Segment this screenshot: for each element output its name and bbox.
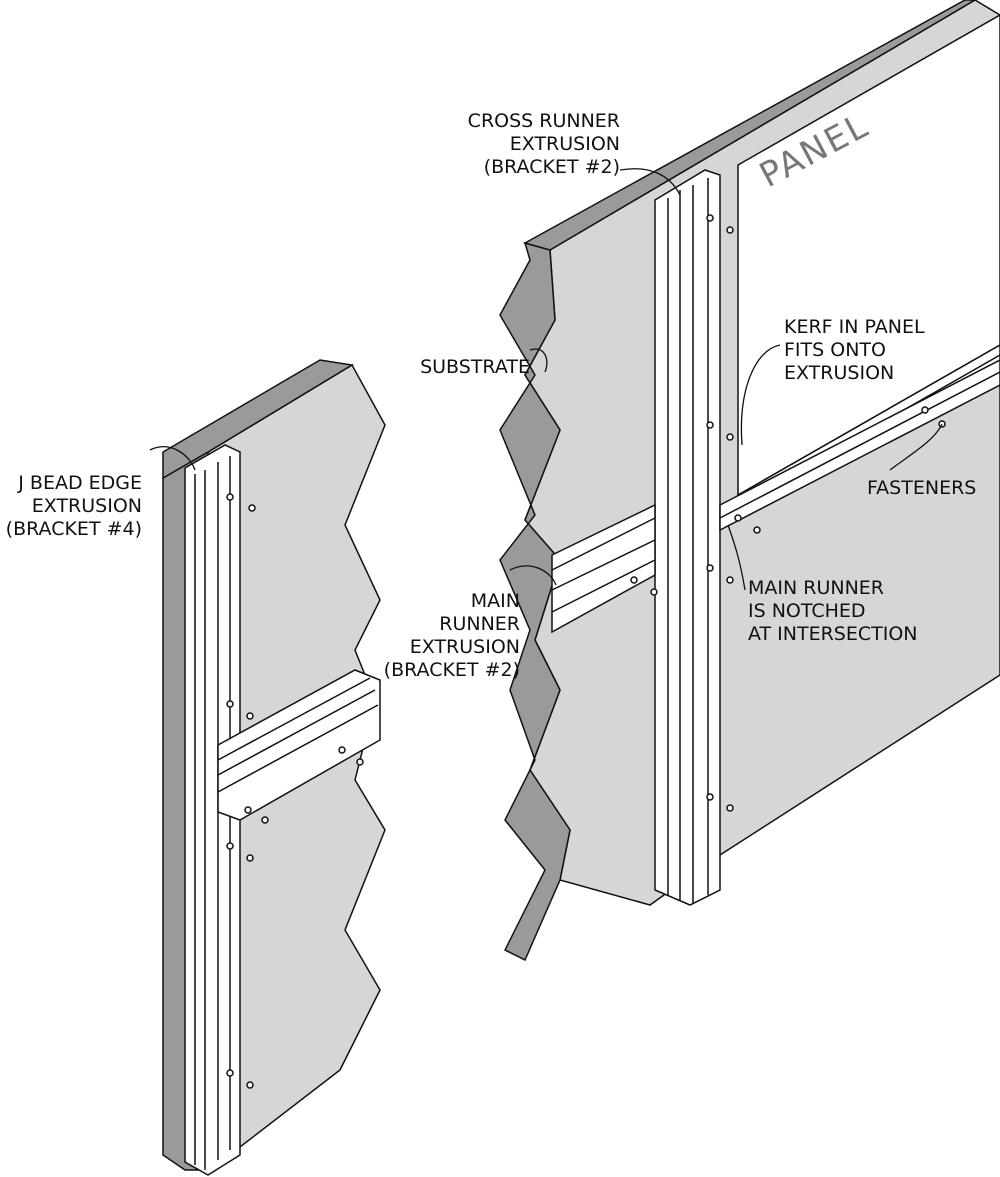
fastener-icon: [706, 214, 714, 222]
fastener-icon: [706, 793, 714, 801]
notched-line: MAIN RUNNER: [748, 577, 884, 599]
fastener-icon: [650, 588, 658, 596]
main-runner-label: MAIN RUNNER EXTRUSION (BRACKET #2): [370, 590, 520, 682]
notched-line: IS NOTCHED: [748, 600, 866, 622]
fastener-icon: [356, 758, 364, 766]
fastener-icon: [753, 526, 761, 534]
leader-kerf: [740, 344, 781, 446]
fasteners-label: FASTENERS: [867, 477, 997, 500]
main-runner-line: EXTRUSION: [409, 636, 520, 658]
fastener-icon: [734, 514, 742, 522]
cross-runner-line: EXTRUSION: [509, 133, 620, 155]
left-assembly: [162, 359, 386, 1176]
notched-label: MAIN RUNNER IS NOTCHED AT INTERSECTION: [748, 577, 988, 646]
right-assembly: [499, 0, 1000, 962]
hrunner-line-3: [551, 559, 656, 613]
fastener-icon: [248, 504, 256, 512]
right-substrate-top: [523, 0, 977, 251]
leader-main-runner: [509, 565, 557, 586]
hrunner-line-2: [551, 539, 656, 591]
kerf-line: EXTRUSION: [784, 362, 895, 384]
leader-cross-runner: [619, 168, 681, 196]
hrunner-line-4: [719, 371, 1000, 519]
cross-runner-line: (BRACKET #2): [483, 156, 620, 178]
substrate-label: SUBSTRATE: [400, 356, 530, 379]
kerf-line: KERF IN PANEL: [784, 316, 925, 338]
main-runner-line: MAIN: [470, 590, 520, 612]
left-runner-line-1: [217, 677, 371, 761]
j-bead-line: (BRACKET #4): [5, 518, 142, 540]
leader-j-bead: [149, 446, 196, 471]
right-main-runner: [551, 503, 656, 634]
fasteners-line: FASTENERS: [867, 477, 977, 499]
cross-runner-label: CROSS RUNNER EXTRUSION (BRACKET #2): [440, 110, 620, 179]
fastener-icon: [244, 806, 252, 814]
fastener-icon: [726, 226, 734, 234]
leader-lines: [149, 168, 943, 591]
left-runner-line-2: [217, 689, 376, 776]
fastener-icon: [921, 406, 929, 414]
fastener-icon: [706, 564, 714, 572]
fastener-icon: [630, 576, 638, 584]
fastener-icon: [338, 746, 346, 754]
fastener-icon: [726, 433, 734, 441]
leader-fasteners: [889, 423, 943, 471]
fastener-icon: [226, 842, 234, 850]
fastener-icon: [726, 576, 734, 584]
right-vertical-runner: [654, 169, 721, 906]
main-runner-line: (BRACKET #2): [383, 659, 520, 681]
j-bead-extrusion: [184, 444, 241, 1176]
kerf-line: FITS ONTO: [784, 339, 886, 361]
fastener-icon: [726, 804, 734, 812]
hrunner-line-1: [551, 517, 656, 571]
leader-substrate: [529, 348, 548, 373]
panel: [737, 14, 1000, 497]
j-bead-label: J BEAD EDGE EXTRUSION (BRACKET #4): [0, 472, 142, 541]
cross-runner-line: CROSS RUNNER: [467, 110, 620, 132]
notched-line: AT INTERSECTION: [748, 623, 918, 645]
left-runner-line-3: [217, 704, 379, 793]
substrate-line: SUBSTRATE: [420, 356, 530, 378]
fastener-icon: [246, 712, 254, 720]
left-substrate-top: [162, 359, 355, 480]
fastener-icon: [226, 700, 234, 708]
j-bead-line: EXTRUSION: [31, 495, 142, 517]
right-fasteners: [630, 214, 946, 812]
fastener-icon: [226, 1069, 234, 1077]
fastener-icon: [706, 421, 714, 429]
kerf-label: KERF IN PANEL FITS ONTO EXTRUSION: [784, 316, 984, 385]
fastener-icon: [226, 493, 234, 501]
j-bead-line: J BEAD EDGE: [18, 472, 142, 494]
right-substrate-edge: [499, 241, 571, 962]
fastener-icon: [246, 854, 254, 862]
left-cross-runner: [217, 669, 381, 821]
fastener-icon: [261, 816, 269, 824]
left-fasteners: [226, 493, 364, 1089]
main-runner-line: RUNNER: [439, 613, 520, 635]
leader-notched: [727, 524, 746, 591]
fastener-icon: [246, 1081, 254, 1089]
